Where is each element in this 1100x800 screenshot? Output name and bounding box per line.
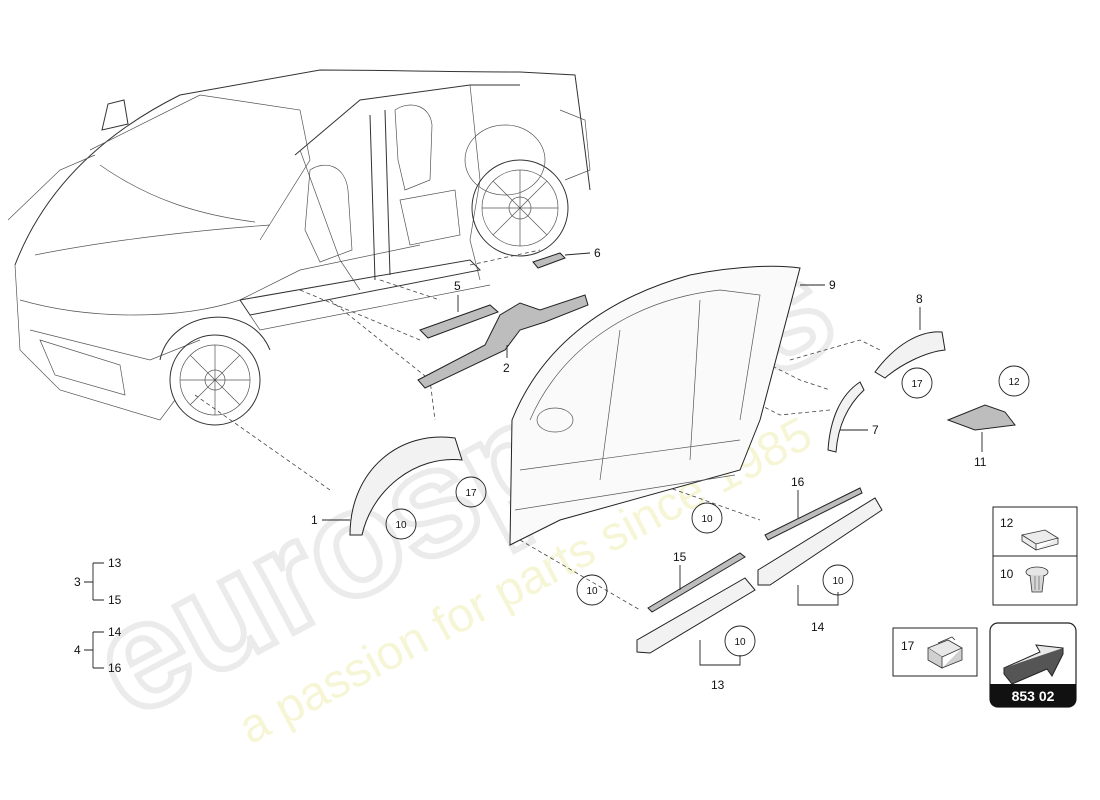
rear-wheel (464, 124, 569, 257)
car-drawing (7, 69, 591, 426)
label-part-7: 7 (872, 423, 879, 437)
part-13-front-sill-trim (636, 552, 756, 666)
label-part-8: 8 (916, 292, 923, 306)
legend-17-label: 17 (901, 639, 915, 653)
label-part-16: 16 (791, 475, 805, 489)
assembly-3: 3 13 15 (74, 556, 122, 607)
part-11-bracket (946, 404, 1016, 452)
assembly-4-number: 4 (74, 643, 81, 657)
assembly-4: 4 14 16 (74, 625, 122, 675)
circle-10-b: 10 (701, 514, 713, 525)
assembly-3-child-13: 13 (108, 556, 122, 570)
part-number-labels: 1 2 5 6 7 8 9 11 13 14 15 16 (311, 246, 987, 692)
assembly-3-number: 3 (74, 575, 81, 589)
page-number: 853 02 (1012, 688, 1055, 704)
circle-12: 12 (1008, 377, 1020, 388)
front-wheel (159, 316, 271, 426)
part-8-rear-arch-upper (874, 307, 946, 379)
label-part-15: 15 (673, 550, 687, 564)
push-rivet-10-icon (1025, 566, 1049, 593)
clip-12-icon (1020, 529, 1059, 551)
assembly-3-child-15: 15 (108, 593, 122, 607)
clip-17-icon (927, 636, 963, 669)
circle-17-b: 17 (911, 379, 923, 390)
circle-17-a: 17 (465, 488, 477, 499)
legend-12-label: 12 (1000, 516, 1014, 530)
circle-10-e: 10 (734, 637, 746, 648)
label-part-5: 5 (454, 279, 461, 293)
label-part-13: 13 (711, 678, 725, 692)
circle-10-c: 10 (586, 586, 598, 597)
label-part-6: 6 (594, 246, 601, 260)
assembly-4-child-16: 16 (108, 661, 122, 675)
assembly-4-child-14: 14 (108, 625, 122, 639)
part-7-rear-arch-strip (827, 381, 868, 453)
circle-10-d: 10 (832, 576, 844, 587)
part-6-small-plate (532, 252, 591, 269)
page-reference-box: 853 02 (989, 622, 1077, 708)
part-2-inner-sill (417, 294, 589, 389)
circle-10-a: 10 (395, 520, 407, 531)
part-9-side-panel (509, 265, 825, 546)
label-part-9: 9 (829, 278, 836, 292)
legend-10-label: 10 (1000, 567, 1014, 581)
label-part-14: 14 (811, 620, 825, 634)
part-1-wheel-arch-trim (322, 436, 463, 536)
legend-box-12-10: 12 10 (992, 506, 1078, 606)
label-part-2: 2 (503, 361, 510, 375)
label-part-1: 1 (311, 513, 318, 527)
label-part-11: 11 (974, 455, 987, 469)
part-14-rear-sill-trim (757, 487, 883, 606)
part-5-sill-plate (419, 295, 499, 339)
circled-references: 10 17 17 12 10 10 10 10 (385, 365, 1030, 657)
legend-box-17: 17 (892, 627, 978, 677)
arrow-icon (1003, 644, 1064, 685)
